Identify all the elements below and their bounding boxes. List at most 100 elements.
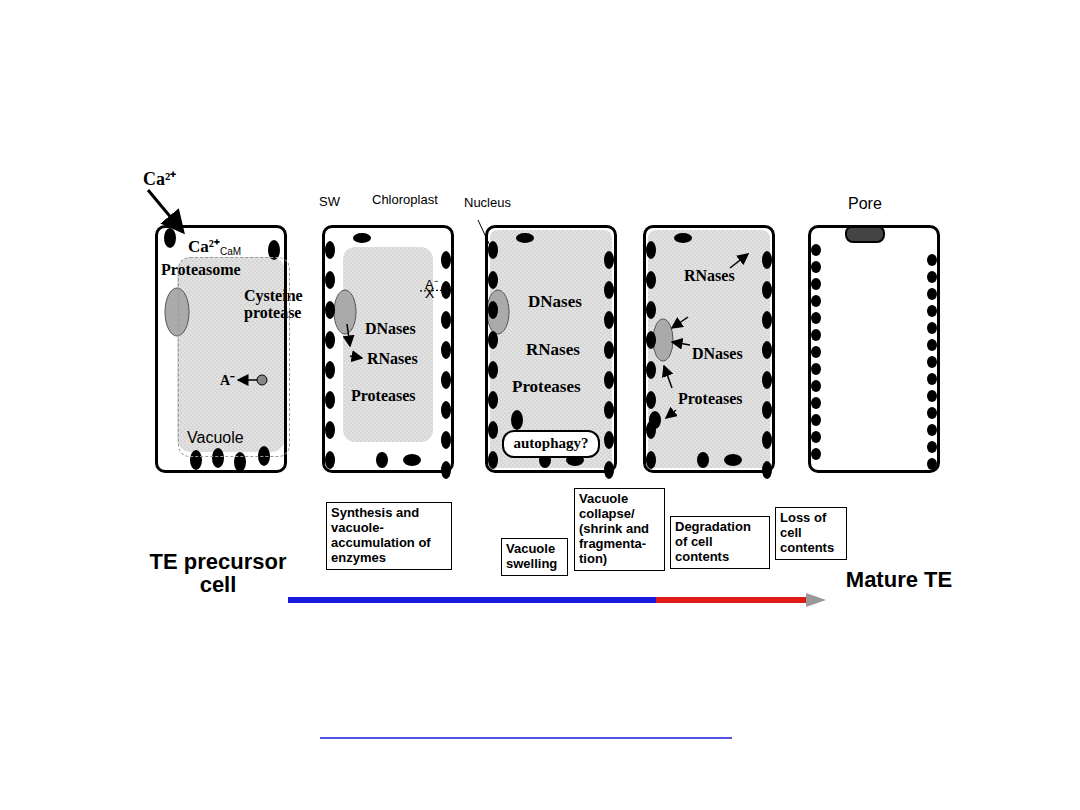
chloroplast xyxy=(325,301,335,319)
cell-label: CaM xyxy=(220,247,241,258)
chloroplast xyxy=(927,254,937,266)
chloroplast xyxy=(604,461,614,479)
chloroplast xyxy=(488,331,498,349)
chloroplast xyxy=(811,244,821,256)
nucleus xyxy=(334,290,356,334)
chloroplast xyxy=(325,361,335,379)
chloroplast xyxy=(927,271,937,283)
chloroplast xyxy=(762,461,772,479)
chloroplast xyxy=(325,331,335,349)
chloroplast xyxy=(325,421,335,439)
cell-label: Proteases xyxy=(678,391,743,408)
chloroplast xyxy=(646,361,656,379)
chloroplast xyxy=(441,431,451,449)
chloroplast xyxy=(927,356,937,368)
chloroplast xyxy=(927,322,937,334)
cell-label: DNases xyxy=(692,346,743,363)
chloroplast xyxy=(325,241,335,259)
chloroplast xyxy=(516,233,534,243)
stage-box: Vacuole collapse/ (shrink and fragmenta-… xyxy=(574,488,665,571)
chloroplast xyxy=(811,295,821,307)
chloroplast xyxy=(724,454,742,466)
chloroplast xyxy=(811,414,821,426)
chloroplast xyxy=(927,390,937,402)
chloroplast xyxy=(811,431,821,443)
chloroplast xyxy=(927,424,937,436)
cell-label: Ca²⁺ xyxy=(188,238,220,256)
chloroplast xyxy=(441,461,451,479)
leader-arrow xyxy=(666,410,676,418)
stage-text: Degradation of cell contents xyxy=(675,520,765,565)
autophagy-body: autophagy? xyxy=(502,430,600,458)
chloroplast xyxy=(441,371,451,389)
part-label: Chloroplast xyxy=(372,192,438,207)
chloroplast xyxy=(441,341,451,359)
chloroplast xyxy=(325,391,335,409)
link-underline xyxy=(320,737,732,739)
cell-outline: DNasesRNasesProteasesautophagy? xyxy=(485,225,617,473)
chloroplast xyxy=(646,391,656,409)
leader-arrow xyxy=(350,356,362,358)
chloroplast xyxy=(488,361,498,379)
leader-arrow xyxy=(672,342,690,345)
stage-box: Vacuole swelling xyxy=(501,538,568,576)
pore xyxy=(846,226,884,242)
cytoplasm-fill xyxy=(648,230,770,468)
part-label: SW xyxy=(319,194,340,209)
stage-box: Synthesis and vacuole-accumulation of en… xyxy=(326,502,452,570)
chloroplast xyxy=(762,371,772,389)
chloroplast xyxy=(604,401,614,419)
chloroplast xyxy=(811,329,821,341)
anion-arrow xyxy=(238,379,258,381)
chloroplast xyxy=(488,271,498,289)
cell-label: RNases xyxy=(684,268,735,285)
chloroplast xyxy=(604,431,614,449)
nucleus xyxy=(165,288,189,336)
chloroplast xyxy=(325,451,335,469)
chloroplast xyxy=(762,431,772,449)
chloroplast xyxy=(604,371,614,389)
vacuole: Vacuole xyxy=(178,257,290,457)
chloroplast xyxy=(353,233,371,243)
channel xyxy=(257,375,267,385)
cell-label: Proteases xyxy=(512,378,581,396)
timeline-red xyxy=(656,597,808,603)
chloroplast xyxy=(762,251,772,269)
chloroplast xyxy=(811,346,821,358)
cell-label: RNases xyxy=(526,341,580,359)
part-label: Nucleus xyxy=(464,195,511,210)
chloroplast xyxy=(164,228,176,248)
stage-text: Synthesis and vacuole-accumulation of en… xyxy=(331,506,447,566)
leader-arrow xyxy=(672,317,688,328)
vacuole-fill xyxy=(177,257,285,452)
stage-text: Vacuole swelling xyxy=(506,542,563,572)
chloroplast xyxy=(604,311,614,329)
chloroplast xyxy=(811,448,821,460)
timeline-head xyxy=(806,593,826,607)
cell-label: X xyxy=(425,286,434,301)
chloroplast xyxy=(325,271,335,289)
chloroplast xyxy=(441,251,451,269)
cell-outline: A⁻XDNasesRNasesProteases xyxy=(322,225,454,473)
cell-label: Proteases xyxy=(351,388,416,405)
timeline-blue xyxy=(288,597,656,603)
cell-label: Proteasome xyxy=(161,262,241,279)
chloroplast xyxy=(604,341,614,359)
chloroplast xyxy=(511,410,523,430)
chloroplast xyxy=(697,452,709,468)
cell-label: Vacuole xyxy=(187,430,244,447)
chloroplast xyxy=(403,454,421,466)
chloroplast xyxy=(674,233,692,243)
chloroplast xyxy=(441,401,451,419)
chloroplast xyxy=(811,380,821,392)
nucleus xyxy=(487,290,509,334)
vacuole-fill xyxy=(343,247,433,442)
chloroplast xyxy=(646,301,656,319)
cell-outline: Pore xyxy=(808,225,940,473)
chloroplast xyxy=(646,331,656,349)
cell-outline: Ca²⁺CaMProteasomeCysteine proteaseA⁻Vacu… xyxy=(155,225,287,473)
cell-label: DNases xyxy=(365,321,416,338)
chloroplast xyxy=(604,251,614,269)
cell-outline: RNasesDNasesProteases xyxy=(643,225,775,473)
